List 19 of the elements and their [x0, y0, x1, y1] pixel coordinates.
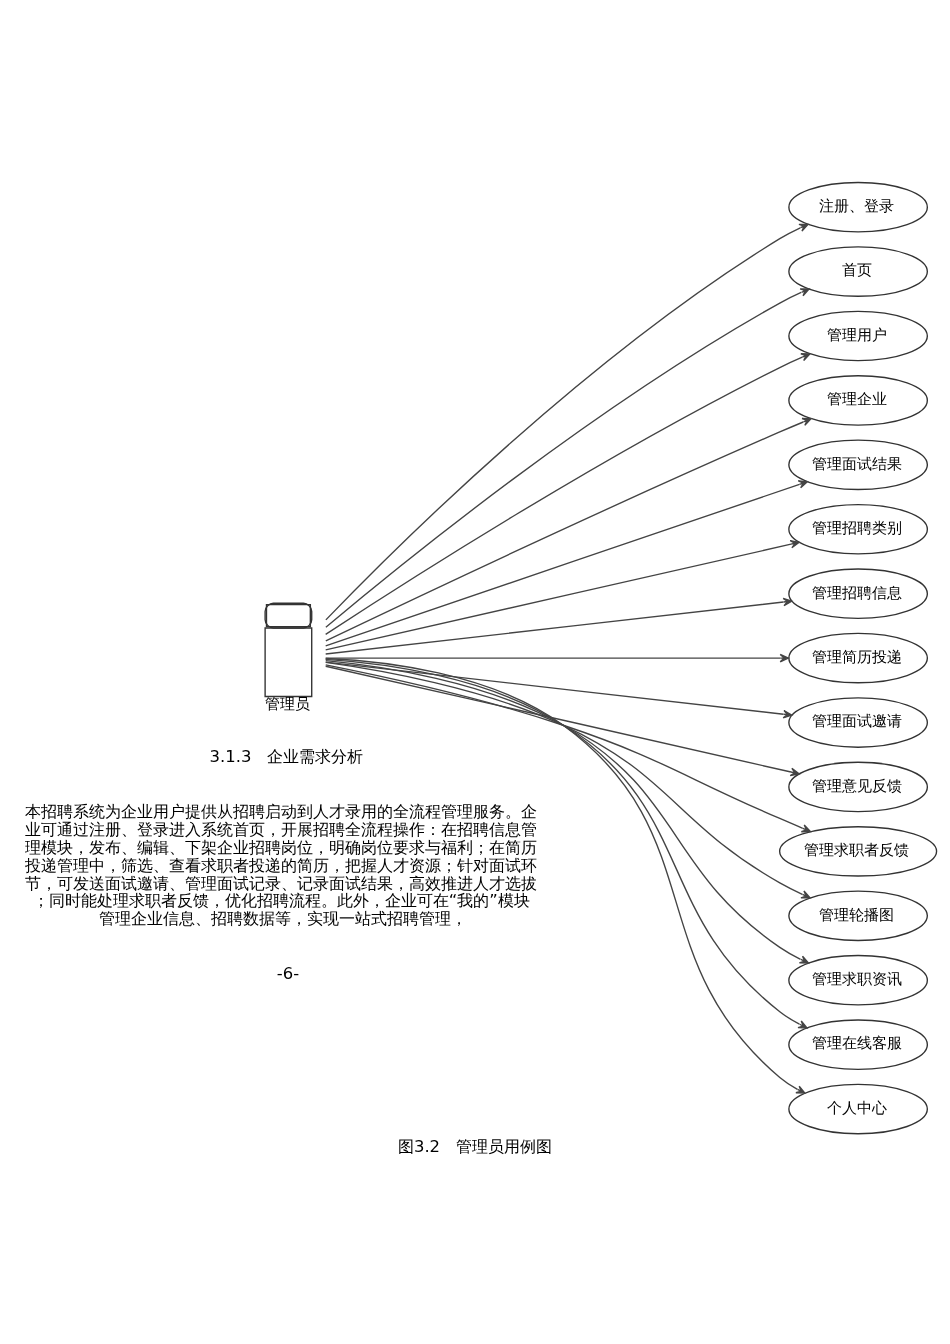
- arrow: [325, 665, 800, 776]
- caption: 图3.2 管理员用例图: [397, 1136, 553, 1156]
- arrow: [325, 657, 806, 1094]
- label: 本招聘系统为企业用户提供从招聘启动到人才录用的全流程管理服务。企业可通过注册、登录进入系统首页，开展招聘全流程操作：在招聘信息管理模块，发布、编辑、下架企业招聘岗位，明确岗位要求与福利；在简历投递管理中，筛选、查看求职者投递的简历，把握人才资源；针对面试环节，可发送面试邀请、管理面试记录、记录面试结果，高效推进人才选拔；同时能处理求职者反馈，优化招聘流程。此外，企业可在“我的”模块管理企业信息、招聘数据等，实现一站式招聘管理，: [24, 801, 537, 928]
- arrow: [325, 539, 800, 651]
- node-ellipse: 管理简历投递: [788, 632, 929, 683]
- arrow: [325, 597, 793, 655]
- arrow: [325, 653, 790, 662]
- node-ellipse: 管理面试邀请: [788, 696, 929, 748]
- label: -6-: [276, 963, 300, 983]
- arrow: [325, 479, 808, 647]
- arrow: [324, 352, 811, 635]
- label: 3.1.3 企业需求分析: [209, 746, 364, 766]
- node-label: 管理员: [265, 694, 311, 713]
- arrow: [325, 417, 812, 641]
- node-ellipse: 管理招聘信息: [788, 567, 929, 619]
- arrow: [325, 287, 810, 628]
- arrow: [324, 658, 808, 1029]
- arrow: [325, 223, 809, 621]
